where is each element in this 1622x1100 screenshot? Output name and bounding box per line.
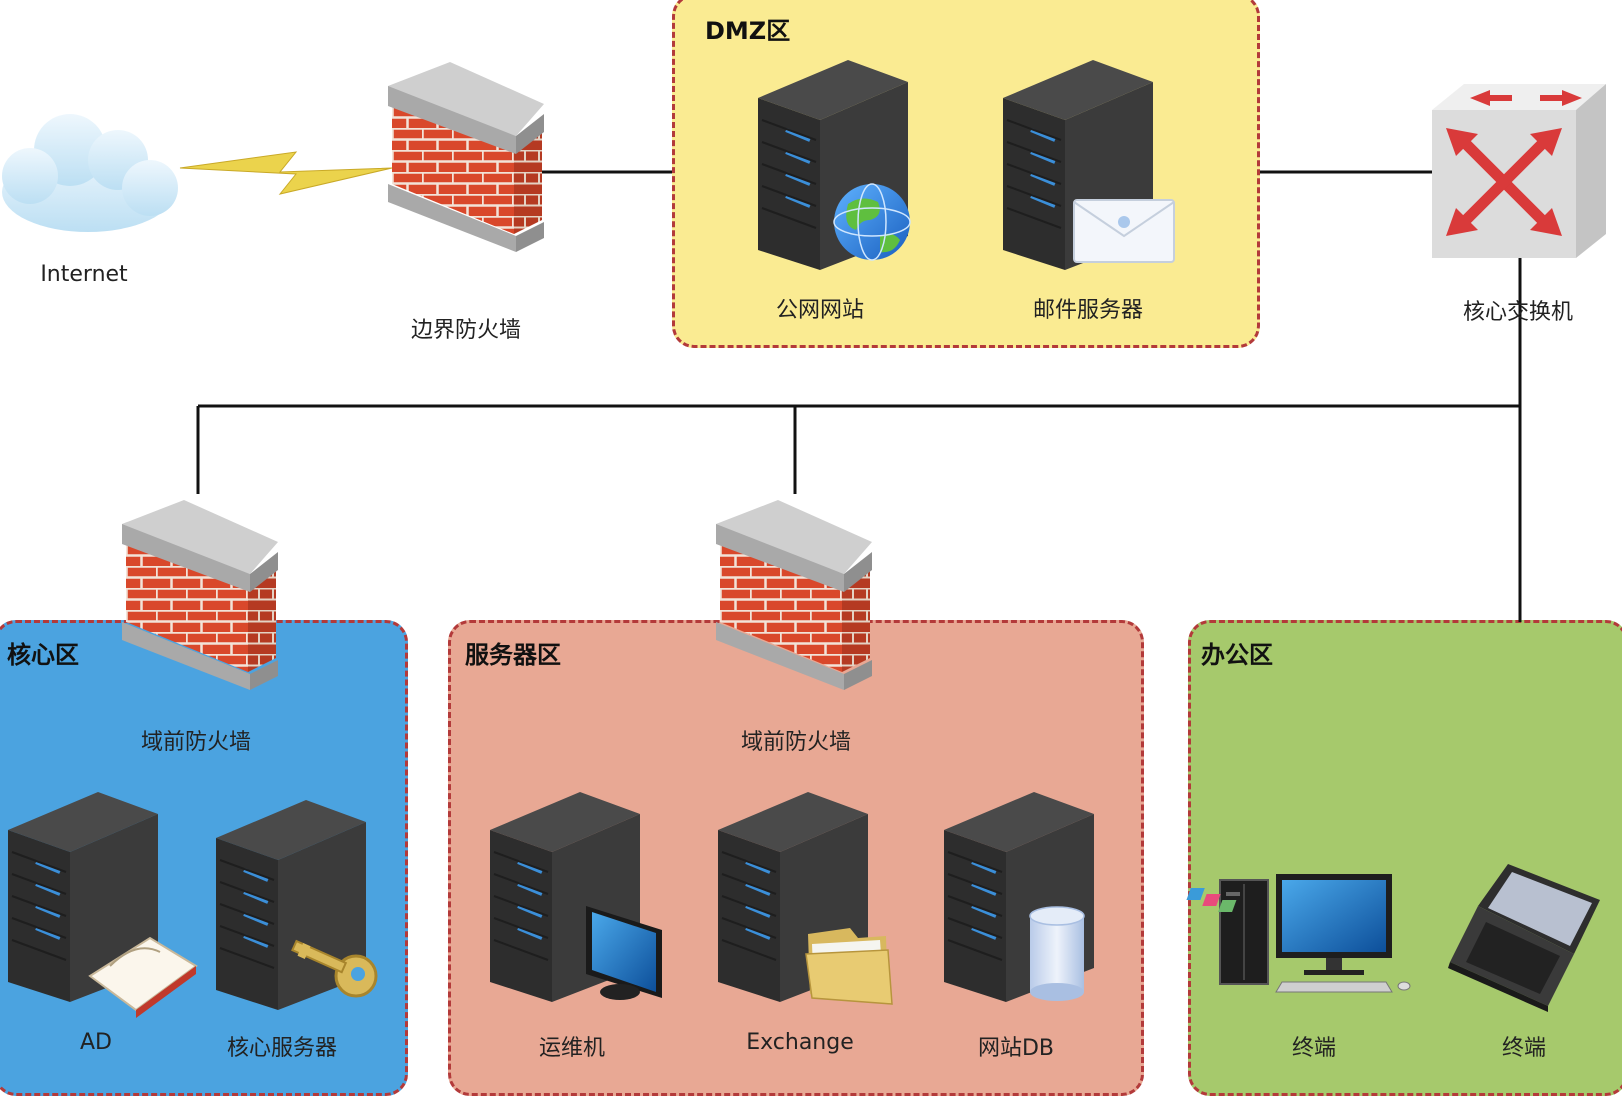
website-db-label: 网站DB — [977, 1036, 1055, 1061]
internet-label: Internet — [40, 262, 128, 287]
connection-lines — [196, 170, 1522, 622]
core-switch-label: 核心交换机 — [1462, 300, 1574, 325]
terminal-laptop-label: 终端 — [1501, 1036, 1547, 1061]
core-server-label: 核心服务器 — [226, 1036, 338, 1061]
laptop-icon — [1186, 864, 1600, 1012]
folder-icon — [805, 928, 893, 1005]
terminal-desktop-label: 终端 — [1291, 1036, 1337, 1061]
database-icon — [1029, 906, 1085, 1001]
firewall-icon — [388, 62, 544, 252]
zone-server-title: 服务器区 — [465, 641, 561, 669]
book-icon — [88, 936, 198, 1018]
core-firewall-label: 域前防火墙 — [140, 730, 252, 755]
zone-dmz-title: DMZ区 — [705, 17, 791, 45]
desktop-computer-icon — [1219, 874, 1411, 993]
mail-server-label: 邮件服务器 — [1032, 298, 1144, 323]
ad-label: AD — [80, 1030, 112, 1055]
switch-icon — [1432, 84, 1606, 258]
lightning-icon — [179, 151, 393, 195]
globe-icon — [833, 183, 911, 261]
key-icon — [291, 939, 378, 998]
firewall-icon — [122, 500, 278, 690]
zone-office: 办公区 — [1188, 620, 1622, 1096]
zone-core-title: 核心区 — [7, 641, 79, 669]
public-website-label: 公网网站 — [775, 298, 865, 323]
envelope-icon — [1073, 199, 1175, 263]
server-firewall-label: 域前防火墙 — [740, 730, 852, 755]
ops-machine-label: 运维机 — [538, 1036, 606, 1061]
exchange-label: Exchange — [746, 1030, 854, 1055]
cloud-icon — [2, 114, 178, 232]
border-firewall-label: 边界防火墙 — [410, 318, 522, 343]
zone-office-title: 办公区 — [1201, 641, 1273, 669]
firewall-icon — [716, 500, 872, 690]
monitor-icon — [586, 906, 662, 1000]
